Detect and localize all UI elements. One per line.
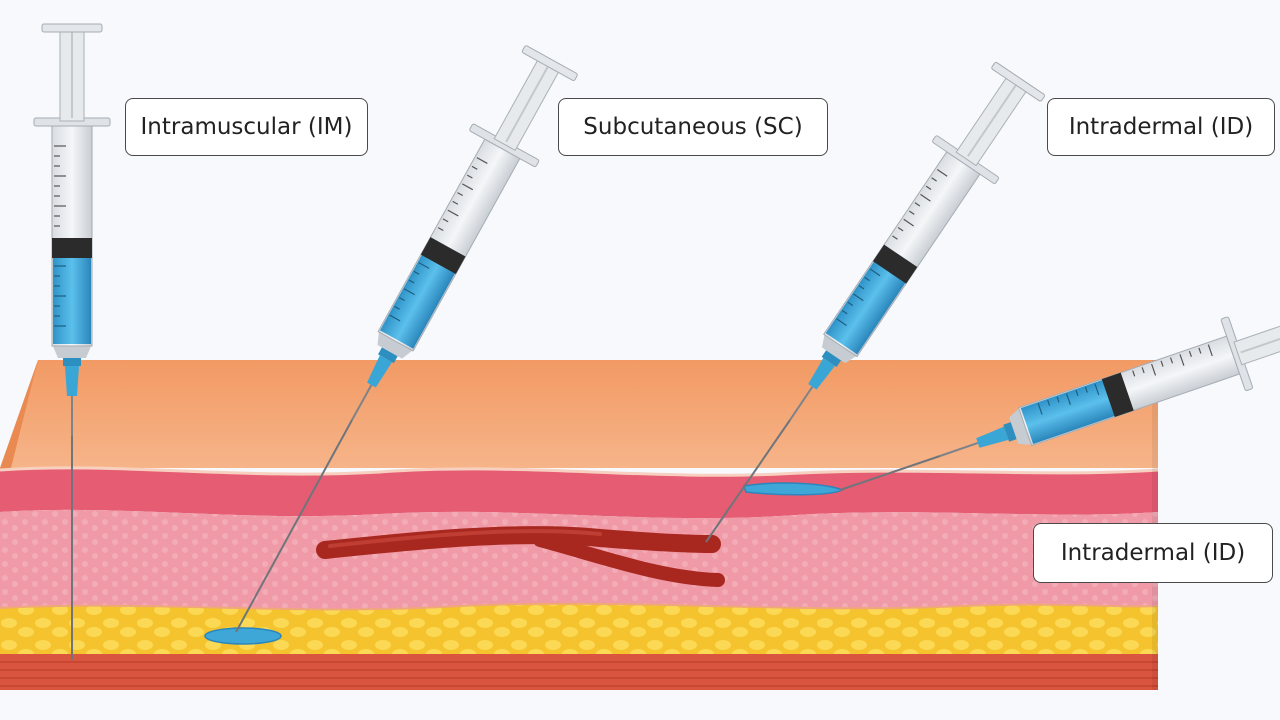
label-intramuscular: Intramuscular (IM) [125,98,368,156]
syringe-icon-intramuscular [33,23,111,660]
syringe-icon-subcutaneous [235,40,586,633]
syringe-icon-intradermal-upper [705,56,1053,543]
epidermis-surface [0,360,1158,468]
label-subcutaneous: Subcutaneous (SC) [558,98,828,156]
dermis-upper-layer [0,467,1158,519]
label-intradermal-top: Intradermal (ID) [1047,98,1275,156]
dermis-layer [0,509,1158,612]
subcutaneous-deposit [204,627,282,645]
label-intradermal-top-text: Intradermal (ID) [1068,114,1254,140]
subcutaneous-fat-layer [0,603,1158,656]
skin-block [0,360,1159,690]
blood-vessel-icon [316,526,725,587]
label-intradermal-side-text: Intradermal (ID) [1060,540,1246,566]
label-intradermal-side: Intradermal (ID) [1033,523,1273,583]
label-subcutaneous-text: Subcutaneous (SC) [583,114,803,140]
muscle-layer [0,654,1158,690]
syringe-icon-intradermal-shallow [839,284,1280,493]
label-intramuscular-text: Intramuscular (IM) [140,114,353,140]
